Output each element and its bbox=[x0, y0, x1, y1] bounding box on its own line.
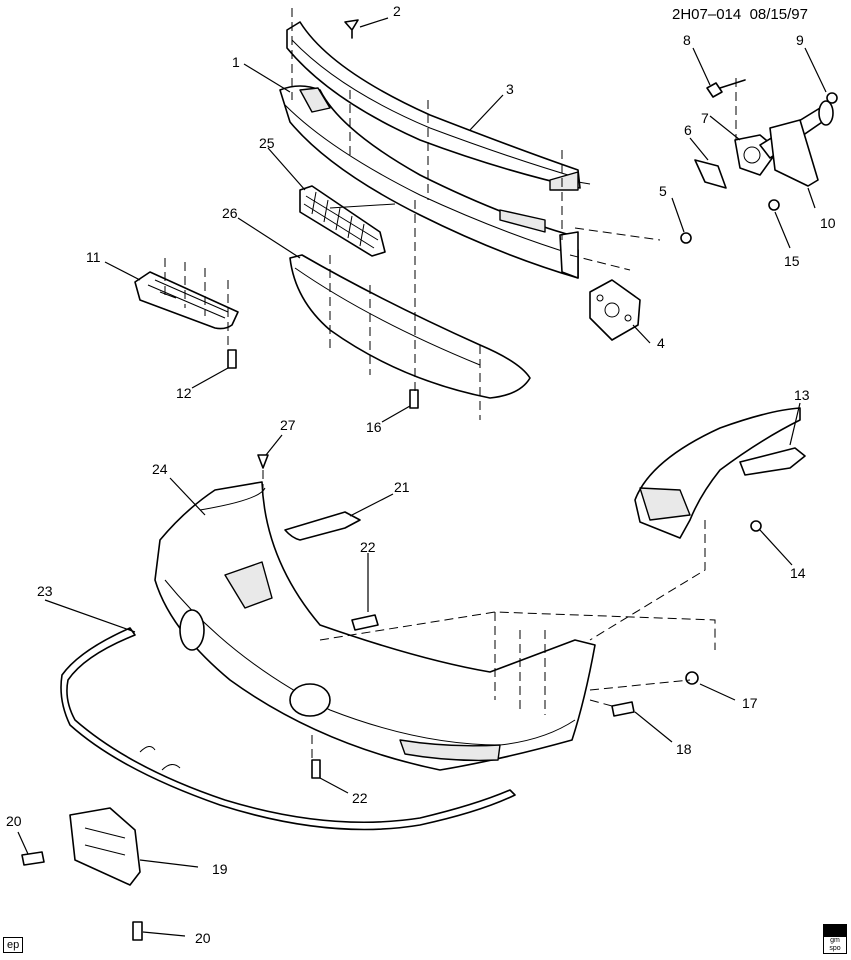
callout-9: 9 bbox=[796, 32, 804, 48]
bumper-reinforcement bbox=[279, 85, 579, 279]
bracket-plate-left bbox=[134, 271, 239, 330]
air-deflector bbox=[289, 254, 531, 399]
callout-17: 17 bbox=[742, 695, 758, 711]
grille-mesh bbox=[299, 185, 396, 257]
alignment-lines bbox=[164, 8, 737, 760]
callout-26: 26 bbox=[222, 205, 238, 221]
callout-18: 18 bbox=[676, 741, 692, 757]
footer-tag: ep bbox=[3, 937, 24, 953]
callout-20-lower: 20 bbox=[195, 930, 211, 946]
callout-27: 27 bbox=[280, 417, 296, 433]
callout-12: 12 bbox=[176, 385, 192, 401]
callout-24: 24 bbox=[152, 461, 168, 477]
callout-6: 6 bbox=[684, 122, 692, 138]
callout-1: 1 bbox=[232, 54, 240, 70]
callout-19: 19 bbox=[212, 861, 228, 877]
callout-4: 4 bbox=[657, 335, 665, 351]
callout-23: 23 bbox=[37, 583, 53, 599]
gm-spo-logo-icon: gm spo bbox=[823, 924, 847, 954]
callout-11: 11 bbox=[86, 249, 101, 265]
callout-22-upper: 22 bbox=[360, 539, 376, 555]
diagram-code: 2H07–014 bbox=[672, 6, 742, 23]
callout-13: 13 bbox=[794, 387, 810, 403]
callout-8: 8 bbox=[683, 32, 691, 48]
diagram-date: 08/15/97 bbox=[749, 6, 808, 23]
callout-labels: 2 1 3 4 5 6 7 8 9 10 11 12 13 14 15 16 1… bbox=[6, 3, 836, 946]
callout-21: 21 bbox=[394, 479, 410, 495]
callout-22-lower: 22 bbox=[352, 790, 368, 806]
callout-10: 10 bbox=[820, 215, 836, 231]
callout-20-upper: 20 bbox=[6, 813, 22, 829]
fascia-molding-strip bbox=[60, 627, 516, 831]
callout-2: 2 bbox=[393, 3, 401, 19]
center-bracket bbox=[284, 511, 361, 541]
license-bracket bbox=[69, 807, 141, 886]
callout-3: 3 bbox=[506, 81, 514, 97]
logo-text: gm spo bbox=[829, 937, 841, 952]
callout-16: 16 bbox=[366, 419, 382, 435]
callout-14: 14 bbox=[790, 565, 806, 581]
callout-25: 25 bbox=[259, 135, 275, 151]
fender-headlamp-area bbox=[634, 407, 806, 539]
mounting-bracket bbox=[589, 279, 641, 341]
impact-bar-upper bbox=[286, 21, 591, 191]
callout-7: 7 bbox=[701, 110, 709, 126]
fasteners bbox=[21, 19, 838, 941]
callout-leaders bbox=[17, 17, 827, 937]
energy-absorber-assembly bbox=[694, 100, 834, 189]
callout-15: 15 bbox=[784, 253, 800, 269]
bumper-fascia bbox=[154, 481, 596, 771]
diagram-header: 2H07–014 08/15/97 bbox=[672, 6, 808, 23]
callout-5: 5 bbox=[659, 183, 667, 199]
